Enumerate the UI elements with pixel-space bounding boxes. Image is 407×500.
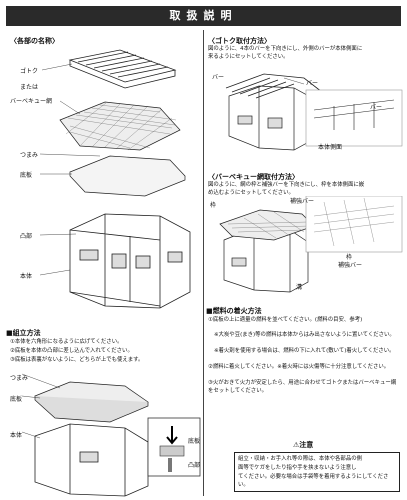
bottom-plate-drawing	[69, 155, 186, 197]
caution-box	[234, 452, 400, 492]
caution-text-2: 面等でケガをしたり指や手を挟まないよう注意し	[238, 465, 357, 471]
label-mataha: または	[20, 84, 39, 91]
gotoku-label-bar3: バー	[370, 104, 383, 111]
label-tsumami: つまみ	[20, 152, 39, 159]
label-gotoku: ゴトク	[20, 68, 39, 75]
fuel-title: ■燃料の着火方法	[206, 307, 262, 315]
bbq-label-waku: 枠	[210, 202, 217, 209]
bbq-label-waku2: 枠	[346, 254, 353, 261]
bbq-label-hokyo: 補強バー	[290, 198, 315, 205]
fuel-step-5: ③火がおきて火力が安定したら、用途に合わせてゴトクまたはバーベキュー網をセットし…	[208, 380, 397, 395]
bbq-label-mizo: 溝	[296, 284, 303, 291]
parts-illustration	[39, 49, 191, 309]
bottom-label-tsumami: つまみ	[10, 375, 29, 382]
page-title: 取扱説明	[6, 6, 401, 26]
assembly-title: ■組立方法	[6, 329, 41, 337]
gotoku-rack-drawing	[68, 49, 177, 89]
assembly-illustration	[21, 373, 201, 497]
label-totsubu: 凸部	[20, 233, 33, 240]
gotoku-label-hontai-side: 本体側面	[318, 144, 343, 151]
bottom-label-teiita: 底板	[10, 396, 23, 403]
caution-text-1: 組立・収納・お手入れ等の際は、本体や各部品の側	[238, 456, 362, 462]
fuel-step-1: ①底板の上に適量の燃料を並べてください。(燃料の目安、参考)	[208, 317, 363, 323]
bbq-title: 〈バーベキュー網取付方法〉	[208, 173, 299, 181]
caution-title: ⚠注意	[290, 440, 317, 450]
gotoku-text-2: 来るようにセットしてください。	[208, 54, 289, 60]
gotoku-label-bar2: バー	[306, 80, 319, 87]
bottom-label-hontai: 本体	[10, 432, 23, 439]
assembly-step-1: ①本体を六角形になるように広げてください。	[10, 339, 123, 345]
bbq-label-hokyo2: 補強バー	[338, 262, 363, 269]
column-divider	[203, 30, 204, 496]
gotoku-illustration	[225, 73, 403, 151]
bottom-label-totsubu: 凸部	[188, 462, 201, 469]
assembly-step-3: ③底板は表裏がないように、どちらが上でも使えます。	[10, 357, 144, 363]
body-drawing	[69, 213, 191, 309]
gotoku-title: 〈ゴトク取付方法〉	[208, 37, 271, 45]
bottom-label-teiita2: 底板	[188, 438, 201, 445]
caution-text-3: てください。必要な場合は手袋等を着用するようにしてください。	[238, 474, 389, 489]
bbq-text-1: 図のように、網の枠と補強バーを下向きにし、枠を本体側面に嵌	[208, 182, 365, 188]
bbq-net-drawing	[59, 101, 181, 151]
assembly-step-2: ②底板を本体の凸部に差し込んで入れてください。	[10, 348, 133, 354]
gotoku-label-bar1: バー	[212, 74, 225, 81]
parts-title: 〈各部の名称〉	[10, 37, 59, 45]
label-hontai: 本体	[20, 273, 33, 280]
gotoku-text-1: 図のように、4本のバーを下向きにし、外側のバーが本体側面に	[208, 46, 363, 52]
label-bbq-net: バーベキュー網	[10, 98, 53, 105]
label-teiita: 底板	[20, 172, 33, 179]
bbq-illustration	[219, 196, 403, 293]
fuel-step-2: ※大炭や豆(まき)等の燃料は本体からはみ出さないように置いてください。	[214, 332, 395, 338]
fuel-step-4: ②燃料に着火してください。※着火時には火傷等に十分注意してください。	[208, 364, 390, 370]
fuel-step-3: ※着火剤を使用する場合は、燃料の下に入れて(敷いて)着火してください。	[214, 348, 395, 354]
bbq-text-2: め込むようにセットしてください。	[208, 190, 294, 196]
